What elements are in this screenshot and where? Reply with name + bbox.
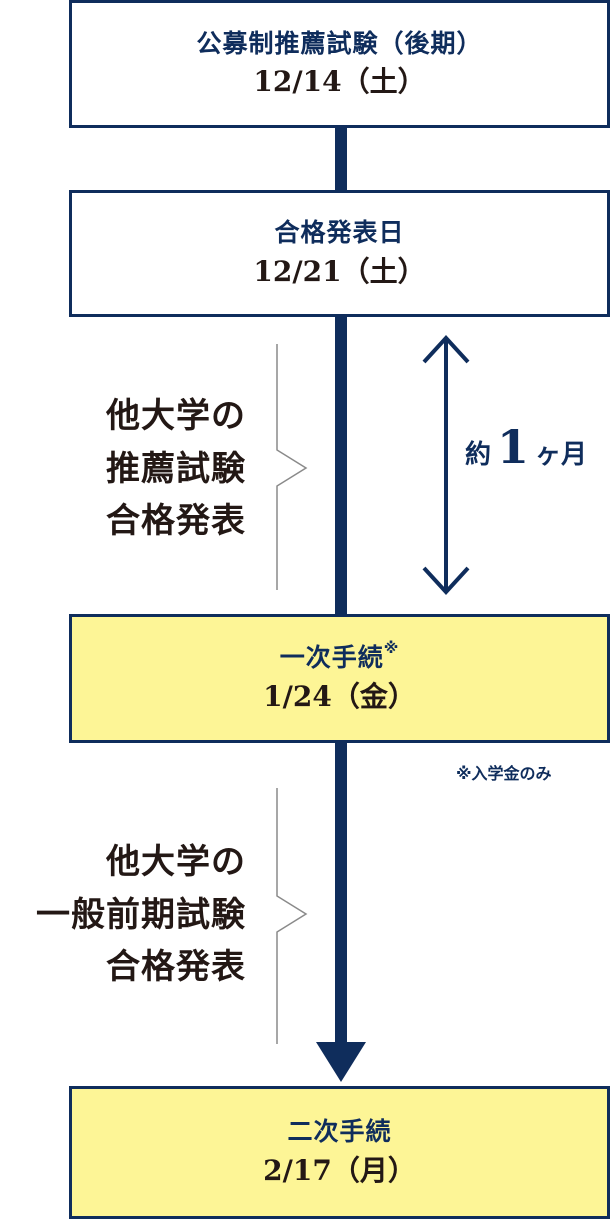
step-date: 2/17（月）	[263, 1153, 416, 1187]
side-note-general-exam-results: 他大学の 一般前期試験 合格発表	[36, 836, 246, 994]
flow-arrow-head	[316, 1042, 366, 1082]
side-note-line: 推薦試験	[106, 448, 246, 489]
step-date: 12/21（土）	[253, 254, 426, 288]
side-note-line: 合格発表	[106, 947, 246, 988]
step-box-recommendation-exam: 公募制推薦試験（後期） 12/14（土）	[69, 0, 610, 128]
step-box-result-announcement: 合格発表日 12/21（土）	[69, 190, 610, 317]
side-bracket-icon	[276, 788, 308, 1044]
duration-suffix: ヶ月	[535, 440, 588, 470]
step-title: 合格発表日	[274, 218, 405, 248]
step-title: 公募制推薦試験（後期）	[196, 28, 483, 58]
duration-double-arrow-icon	[422, 335, 470, 595]
footnote: ※入学金のみ	[456, 764, 552, 783]
step-date: 12/14（土）	[253, 65, 426, 99]
step-date: 1/24（金）	[263, 679, 416, 713]
step-title: 二次手続	[287, 1117, 392, 1147]
side-note-recommendation-results: 他大学の 推薦試験 合格発表	[106, 390, 246, 548]
side-note-line: 他大学の	[106, 396, 246, 436]
duration-number: 1	[497, 420, 530, 474]
step-box-first-procedure: 一次手続※ 1/24（金）	[69, 614, 610, 743]
side-note-line: 合格発表	[106, 501, 246, 542]
duration-prefix: 約	[465, 440, 492, 470]
step-title: 一次手続※	[279, 639, 400, 673]
side-note-line: 一般前期試験	[36, 894, 246, 935]
footnote-mark: ※	[383, 639, 400, 658]
side-note-line: 他大学の	[106, 842, 246, 882]
step-box-second-procedure: 二次手続 2/17（月）	[69, 1086, 610, 1219]
side-bracket-icon	[276, 344, 308, 590]
